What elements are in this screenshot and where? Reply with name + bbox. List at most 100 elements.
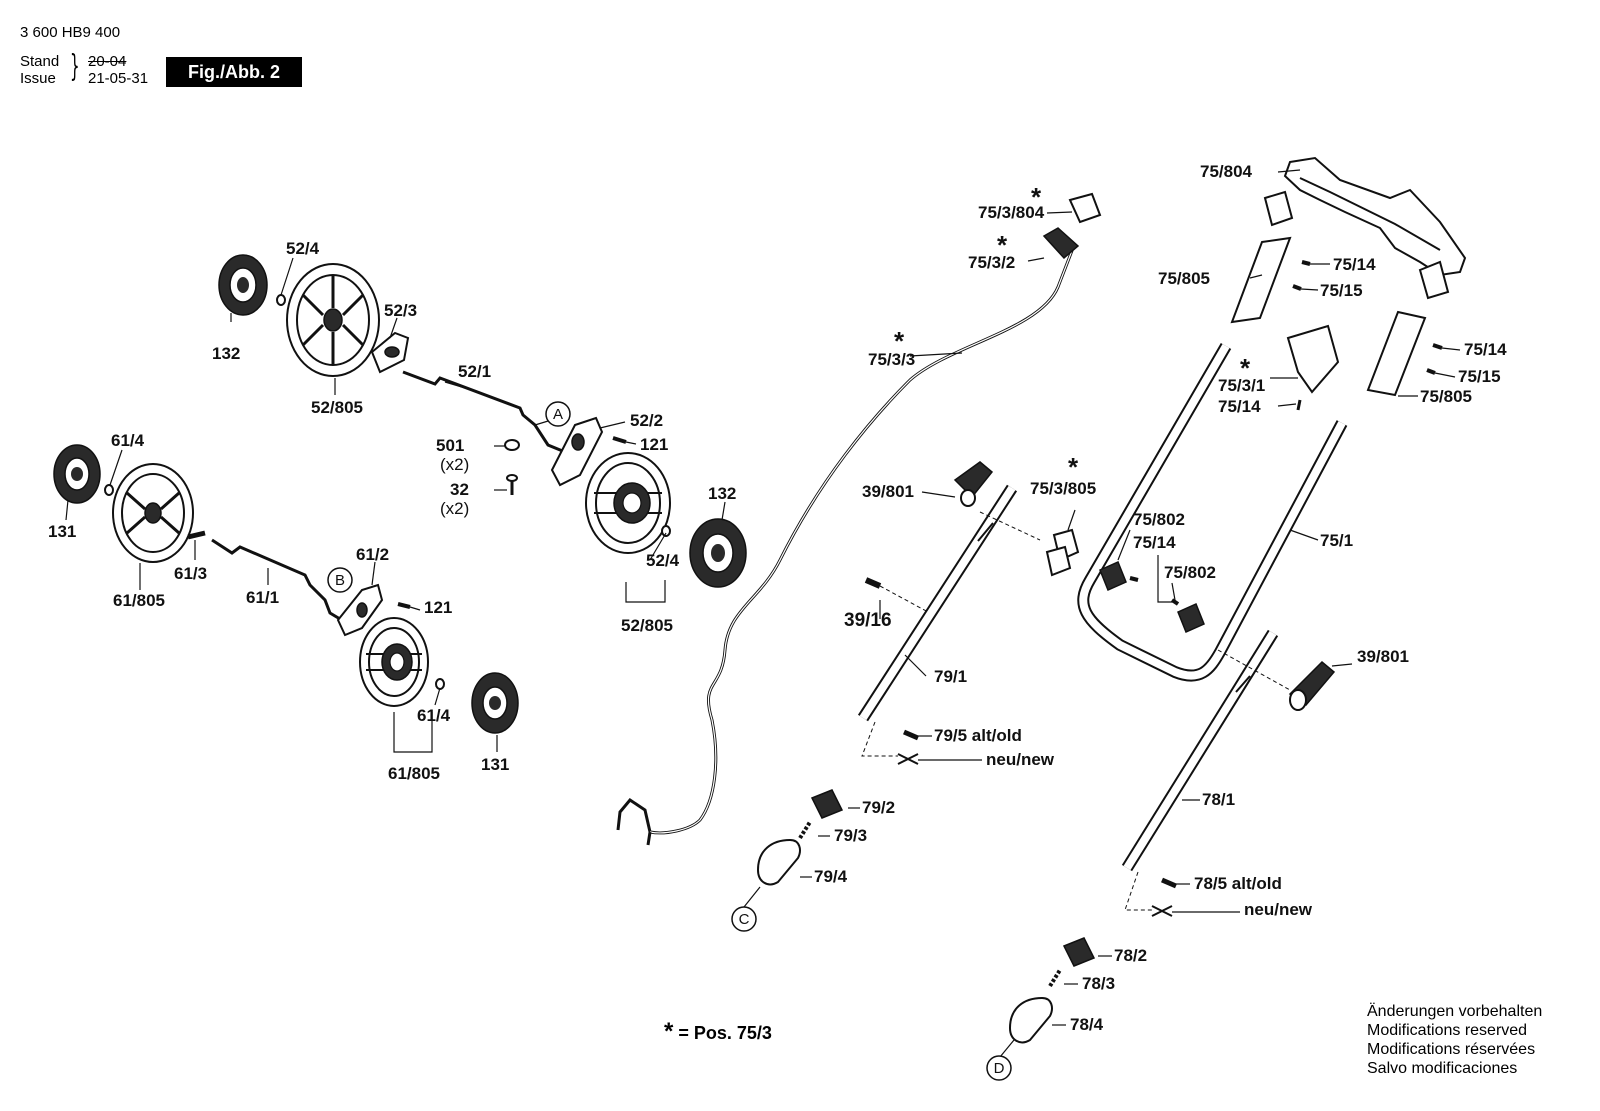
washer-52-4-left — [276, 294, 286, 306]
handle-grip-ridge — [1299, 177, 1441, 251]
label-131b: 131 — [481, 755, 509, 774]
cable-end — [646, 831, 652, 846]
screw-75-14-a — [1301, 260, 1311, 266]
label-61-2: 61/2 — [356, 545, 389, 564]
label-78-5: 78/5 alt/old — [1194, 874, 1282, 893]
label-75-805a: 75/805 — [1158, 269, 1210, 288]
label-neu-new-b: neu/new — [1244, 900, 1313, 919]
leader-61-4b — [434, 687, 441, 706]
label-75-3-2: 75/3/2 — [968, 253, 1015, 272]
leader-39-801a — [921, 491, 956, 498]
leader-75-805a — [1249, 274, 1263, 279]
issue-date: 21-05-31 — [88, 70, 149, 87]
label-75-14b: 75/14 — [1218, 397, 1261, 416]
leader-52-3 — [389, 317, 398, 339]
screw-32-head — [506, 474, 518, 482]
clip-79-2 — [810, 789, 844, 819]
leader-121a — [625, 441, 637, 445]
hub-cap-131-left — [53, 444, 101, 504]
asterisk-75-3-804: * — [1031, 182, 1042, 212]
label-121a: 121 — [640, 435, 668, 454]
label-75-14a: 75/14 — [1333, 255, 1376, 274]
label-52-1: 52/1 — [458, 362, 491, 381]
leader-52-4a — [280, 257, 294, 296]
label-75-3-1: 75/3/1 — [1218, 376, 1265, 395]
legend: * = Pos. 75/3 — [664, 1018, 772, 1046]
modifications-note-fr: Modifications réservées — [1367, 1041, 1536, 1058]
hub-cap-132-left — [218, 254, 268, 316]
stand-date: 20-04 — [88, 53, 127, 70]
label-79-5: 79/5 alt/old — [934, 726, 1022, 745]
label-79-3: 79/3 — [834, 826, 867, 845]
handle-grip-leg-right — [1418, 260, 1450, 300]
detail-marker-C-text: C — [739, 911, 750, 928]
label-79-4: 79/4 — [814, 867, 848, 886]
leader-75-1 — [1289, 529, 1319, 541]
latch-75-802-b — [1177, 602, 1205, 634]
label-75-14c: 75/14 — [1464, 340, 1507, 359]
cap-78-4 — [1008, 996, 1053, 1044]
leader-75-14d — [1157, 555, 1175, 603]
front-axle-assembly — [53, 444, 519, 753]
legend-star: * — [664, 1018, 674, 1045]
modifications-note-es: Salvo modificaciones — [1367, 1060, 1518, 1077]
label-75-802a: 75/802 — [1133, 510, 1185, 529]
label-78-3: 78/3 — [1082, 974, 1115, 993]
tube-78-1-detail — [1235, 675, 1251, 693]
cable-75-3-3 — [616, 247, 1075, 835]
detail-marker-A: A — [545, 401, 571, 427]
spring-78-3 — [1048, 968, 1062, 988]
label-131a: 131 — [48, 522, 76, 541]
bracket-52-2-slot — [571, 433, 585, 451]
screw-75-15-a — [1292, 284, 1302, 291]
detail-marker-A-text: A — [553, 406, 563, 423]
label-x2b: (x2) — [440, 499, 469, 518]
leader-131a — [65, 499, 69, 521]
washer-52-4-right — [661, 525, 671, 537]
label-39-16: 39/16 — [844, 610, 892, 631]
bowden-cable-75-3 — [616, 192, 1102, 846]
leader-121b — [409, 606, 421, 611]
legend-text: = Pos. 75/3 — [678, 1023, 772, 1043]
leader-75-15a — [1300, 288, 1319, 291]
screw-79-5 — [903, 729, 919, 741]
axle-rod-61-1 — [211, 538, 346, 624]
label-75-15b: 75/15 — [1458, 367, 1501, 386]
leader-61-805b — [393, 712, 433, 753]
label-75-802b: 75/802 — [1164, 563, 1216, 582]
leader-39-801b — [1331, 663, 1353, 667]
label-78-2: 78/2 — [1114, 946, 1147, 965]
lever-75-3-1 — [1286, 324, 1340, 394]
label-75-1: 75/1 — [1320, 531, 1353, 550]
modifications-note: Änderungen vorbehalten Modifications res… — [1367, 1002, 1542, 1078]
screw-121-top — [612, 436, 627, 444]
cap-79-4 — [756, 838, 801, 886]
tube-79-1-detail — [977, 522, 994, 542]
leader-75-14b — [1277, 403, 1297, 407]
leader-75-14c — [1441, 347, 1461, 351]
label-75-15a: 75/15 — [1320, 281, 1363, 300]
label-52-4a: 52/4 — [286, 239, 320, 258]
label-75-804: 75/804 — [1200, 162, 1253, 181]
label-132b: 132 — [708, 484, 736, 503]
label-501: 501 — [436, 436, 464, 455]
label-61-805a: 61/805 — [113, 591, 165, 610]
leader-79-5-dash — [861, 721, 898, 757]
leader-52-805b — [625, 580, 666, 603]
detail-marker-B: B — [327, 567, 353, 593]
label-75-3-805: 75/3/805 — [1030, 479, 1096, 498]
pin-39-16 — [864, 577, 882, 589]
wheel-61-805-left — [112, 463, 194, 563]
label-132a: 132 — [212, 344, 240, 363]
leader-75-802b — [1171, 582, 1176, 601]
label-75-3-804: 75/3/804 — [978, 203, 1045, 222]
handle-grip-leg-left — [1263, 190, 1294, 227]
label-x2a: (x2) — [440, 455, 469, 474]
label-61-1: 61/1 — [246, 588, 279, 607]
leader-61-2 — [371, 561, 376, 586]
screw-75-15-c — [1426, 368, 1436, 375]
spring-79-3 — [798, 820, 812, 840]
lower-tube-78 — [999, 629, 1353, 1058]
bracket-61-2-slot — [356, 602, 368, 618]
